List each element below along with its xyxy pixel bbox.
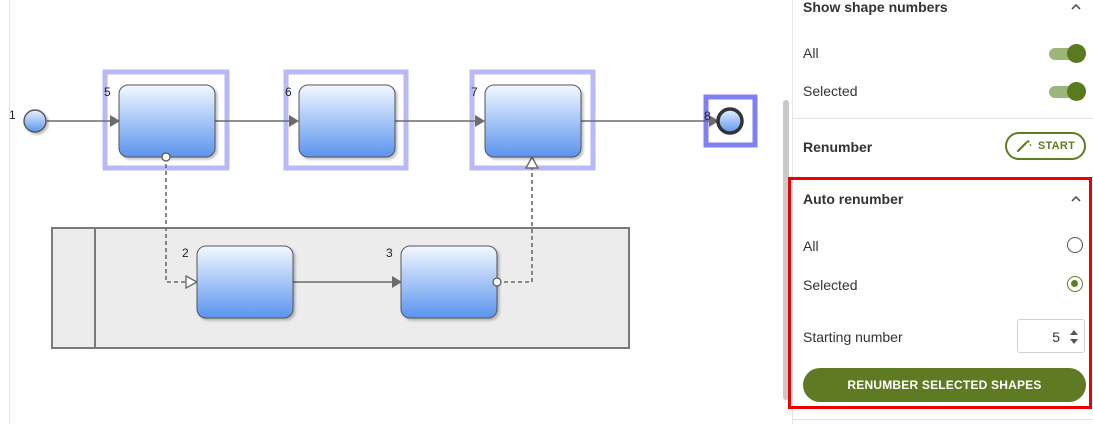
renumber-label: Renumber xyxy=(803,139,873,155)
starting-number-value: 5 xyxy=(1052,329,1060,345)
task-7[interactable] xyxy=(484,84,582,158)
task-6[interactable] xyxy=(298,84,396,158)
auto-selected-radio[interactable] xyxy=(1067,276,1083,292)
process-diagram[interactable]: 1 5 6 7 8 2 3 xyxy=(0,0,780,424)
arrowhead-icon xyxy=(110,115,120,127)
divider xyxy=(793,118,1093,119)
properties-panel: Show shape numbers All Selected Renumber… xyxy=(792,0,1093,424)
pool[interactable] xyxy=(51,227,630,349)
chevron-up-icon[interactable] xyxy=(1069,0,1083,14)
show-all-label: All xyxy=(803,45,819,61)
stepper-up-icon[interactable] xyxy=(1070,330,1078,335)
arrowhead-icon xyxy=(475,115,485,127)
open-arrowhead-icon xyxy=(185,274,199,290)
shape-number-end: 8 xyxy=(704,109,711,123)
start-label: START xyxy=(1037,140,1076,152)
task-3[interactable] xyxy=(400,245,498,319)
arrowhead-icon xyxy=(709,115,719,127)
auto-renumber-title: Auto renumber xyxy=(803,191,904,207)
show-selected-label: Selected xyxy=(803,83,858,99)
show-all-toggle[interactable] xyxy=(1049,43,1086,63)
divider xyxy=(793,177,1093,178)
shape-number-task-6: 6 xyxy=(285,85,292,99)
starting-number-label: Starting number xyxy=(803,329,903,345)
chevron-up-icon[interactable] xyxy=(1069,192,1083,206)
diagram-canvas[interactable]: 1 5 6 7 8 2 3 xyxy=(0,0,780,424)
auto-all-label: All xyxy=(803,238,819,254)
scrollbar-thumb[interactable] xyxy=(783,100,789,400)
open-arrowhead-icon xyxy=(524,155,540,169)
start-event[interactable] xyxy=(23,109,47,133)
renumber-selected-shapes-label: RENUMBER SELECTED SHAPES xyxy=(847,378,1042,392)
arrowhead-icon xyxy=(289,115,299,127)
shape-number-task-5: 5 xyxy=(104,85,111,99)
show-selected-toggle[interactable] xyxy=(1049,81,1086,101)
show-shape-numbers-title: Show shape numbers xyxy=(803,0,948,15)
auto-all-radio[interactable] xyxy=(1067,237,1083,253)
message-flow-3-7[interactable] xyxy=(497,168,533,283)
message-source-icon xyxy=(161,152,171,162)
canvas-left-rule xyxy=(9,0,10,424)
renumber-selected-shapes-button[interactable]: RENUMBER SELECTED SHAPES xyxy=(803,368,1086,402)
selection-frame-task-6 xyxy=(283,69,409,171)
canvas-scrollbar[interactable] xyxy=(780,0,792,424)
auto-selected-label: Selected xyxy=(803,277,858,293)
shape-number-task-3: 3 xyxy=(386,246,393,260)
magic-wand-icon xyxy=(1016,140,1032,153)
shape-number-task-2: 2 xyxy=(182,246,189,260)
starting-number-stepper[interactable]: 5 xyxy=(1017,319,1085,353)
divider xyxy=(793,419,1093,420)
shape-number-task-7: 7 xyxy=(471,85,478,99)
start-renumber-button[interactable]: START xyxy=(1005,132,1086,160)
message-source-icon xyxy=(492,277,502,287)
arrowhead-icon xyxy=(392,276,402,288)
end-event[interactable] xyxy=(716,107,744,135)
task-5[interactable] xyxy=(118,84,216,158)
task-2[interactable] xyxy=(196,245,294,319)
stepper-down-icon[interactable] xyxy=(1070,339,1078,344)
shape-number-start: 1 xyxy=(9,108,16,122)
